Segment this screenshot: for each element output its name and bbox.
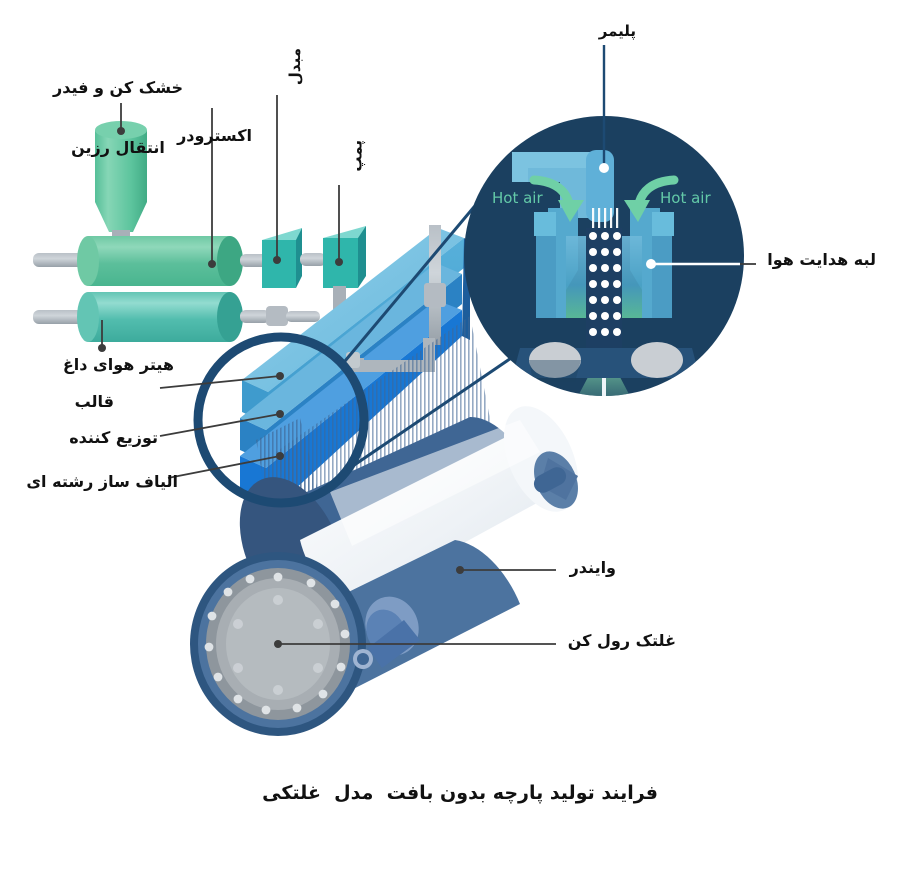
leader-dots-light [599,163,656,269]
figure-caption: فرایند تولید پارچه بدون بافت مدل غلتکی [262,782,658,804]
winder-shaft [533,451,578,509]
label-hot-air-right: Hot air [660,189,711,207]
spinneret-holes [592,208,619,230]
label-hot-air-heater: هیتر هوای داغ [62,355,174,374]
extruder-assembly [33,121,366,342]
label-polymer: پلیمر [598,22,636,40]
label-air-guide-edge: لبه هدایت هوا [767,250,876,269]
hot-air-heater-barrel [33,292,320,342]
hot-air-arrowhead-left [558,200,584,222]
meltblown-detail-inset [464,116,744,396]
magnifier-circle [193,332,369,508]
label-dryer-feeder-line2: انتقال رزین [71,138,165,157]
label-converter: مبدل [286,48,304,86]
label-dryer-feeder: خشک کن و فیدر انتقال رزین [38,38,198,198]
extruder-barrel-upper [33,236,274,286]
label-dryer-feeder-line1: خشک کن و فیدر [52,78,183,97]
label-distributor: توزیع کننده [69,428,158,447]
label-take-up-roller: غلتک رول کن [567,631,676,650]
label-fiber-former: الیاف ساز رشته ای [26,472,178,491]
converter-box [262,228,326,288]
label-pump: پمپ [348,140,366,172]
bolt-ring [204,572,350,715]
hot-air-arrowhead-right [624,200,650,222]
melt-pellets [589,232,621,336]
label-hot-air-left: Hot air [492,189,543,207]
leader-dots [98,127,464,648]
leader-lines [101,45,756,645]
label-die: قالب [74,392,114,411]
inner-bolt-ring [233,595,323,695]
label-winder: وایندر [569,558,616,577]
label-extruder: اکسترودر [177,126,252,145]
